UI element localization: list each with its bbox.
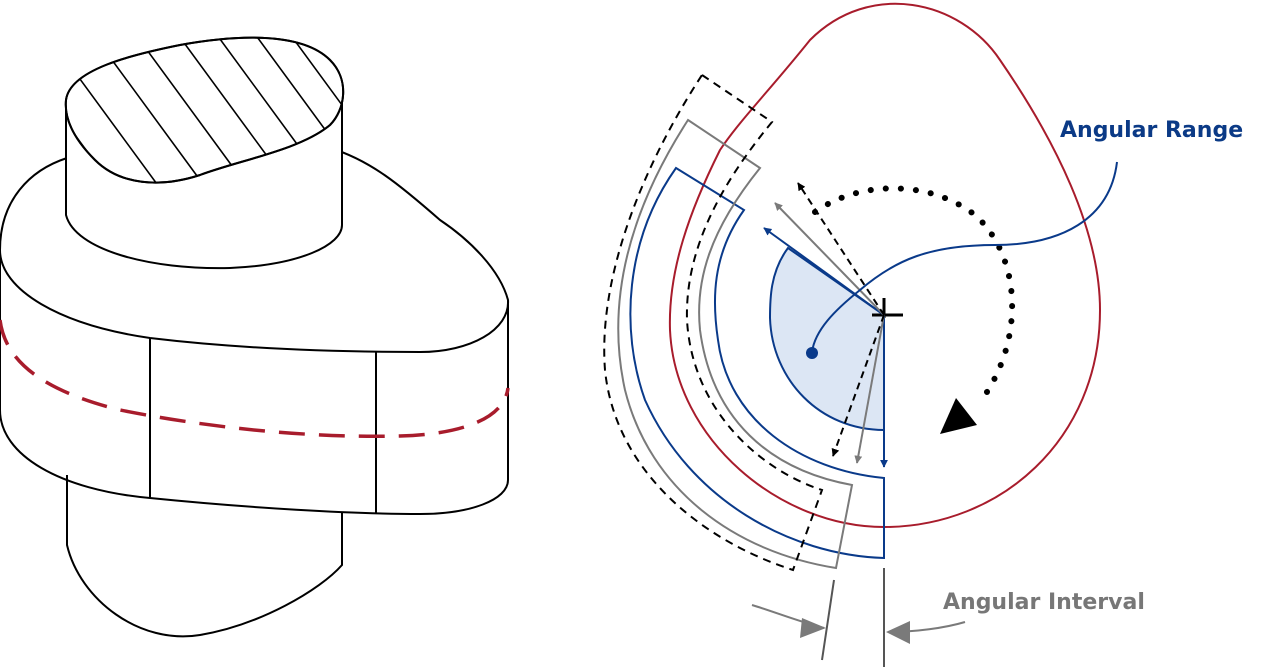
cam-profile-contour xyxy=(668,2,1102,529)
blue-angular-band xyxy=(629,166,885,560)
cam-profile-diagram xyxy=(603,2,1118,667)
cam-red-dashed-contour xyxy=(0,319,510,439)
interval-arrowhead-left xyxy=(800,618,826,638)
angular-range-label: Angular Range xyxy=(1060,118,1244,143)
bottom-shaft xyxy=(66,475,343,638)
cam-side-wall xyxy=(0,250,509,516)
rotation-direction-arc xyxy=(812,185,1016,398)
angular-range-leader-dot xyxy=(806,347,818,359)
dashed-angular-band xyxy=(603,73,824,572)
black-dashed-arrow-lower xyxy=(831,314,885,457)
gray-arrow-lower xyxy=(854,314,885,464)
blue-arrow-upper xyxy=(763,227,885,316)
rotation-arrowhead xyxy=(940,398,977,434)
black-dashed-arrow-upper xyxy=(797,182,885,316)
interval-extension-left xyxy=(821,579,835,661)
angular-range-sector xyxy=(768,246,885,432)
angular-range-leader xyxy=(811,161,1118,353)
angular-interval-label: Angular Interval xyxy=(943,590,1145,615)
cam-3d-drawing xyxy=(0,36,510,638)
gray-arrow-upper xyxy=(774,202,885,316)
interval-arrowhead-right xyxy=(886,621,910,644)
gray-angular-band xyxy=(617,118,854,570)
